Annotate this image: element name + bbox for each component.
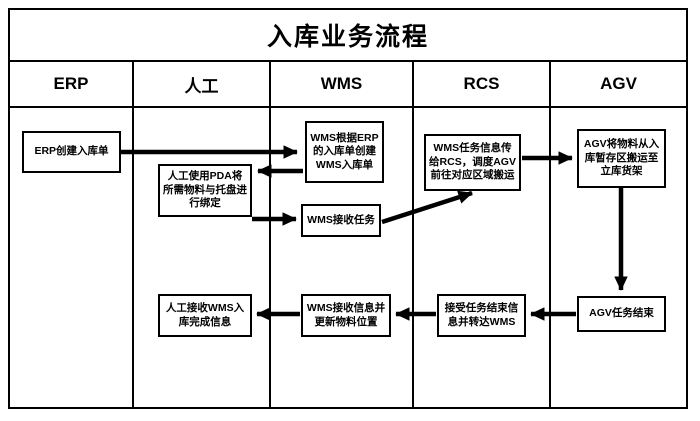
node-manual-receive-complete: 人工接收WMS入库完成信息: [158, 294, 252, 337]
node-rcs-dispatch-agv: WMS任务信息传给RCS，调度AGV前往对应区域搬运: [424, 134, 521, 191]
node-agv-move-material: AGV将物料从入库暂存区搬运至立库货架: [577, 129, 666, 188]
swimlanes: ERP 人工 WMS RCS AGV: [10, 62, 686, 407]
node-rcs-relay-end-info: 接受任务结束信息并转达WMS: [437, 294, 526, 337]
node-wms-create-order: WMS根据ERP的入库单创建WMS入库单: [305, 121, 384, 183]
lane-erp: ERP: [10, 62, 134, 407]
lane-header-manual: 人工: [134, 62, 269, 108]
node-erp-create-order: ERP创建入库单: [22, 131, 121, 173]
lane-wms: WMS: [271, 62, 414, 407]
lane-manual: 人工: [134, 62, 271, 407]
lane-rcs: RCS: [414, 62, 551, 407]
node-agv-task-end: AGV任务结束: [577, 296, 666, 332]
lane-header-wms: WMS: [271, 62, 412, 108]
diagram-title: 入库业务流程: [10, 10, 686, 62]
node-wms-receive-task: WMS接收任务: [301, 204, 381, 237]
node-manual-pda-bind: 人工使用PDA将所需物料与托盘进行绑定: [158, 164, 252, 217]
lane-header-rcs: RCS: [414, 62, 549, 108]
lane-agv: AGV: [551, 62, 686, 407]
lane-header-agv: AGV: [551, 62, 686, 108]
node-wms-update-location: WMS接收信息并更新物料位置: [301, 294, 391, 337]
lane-header-erp: ERP: [10, 62, 132, 108]
flowchart-frame: 入库业务流程 ERP 人工 WMS RCS AGV ERP创建入库单 WMS根据…: [8, 8, 688, 409]
